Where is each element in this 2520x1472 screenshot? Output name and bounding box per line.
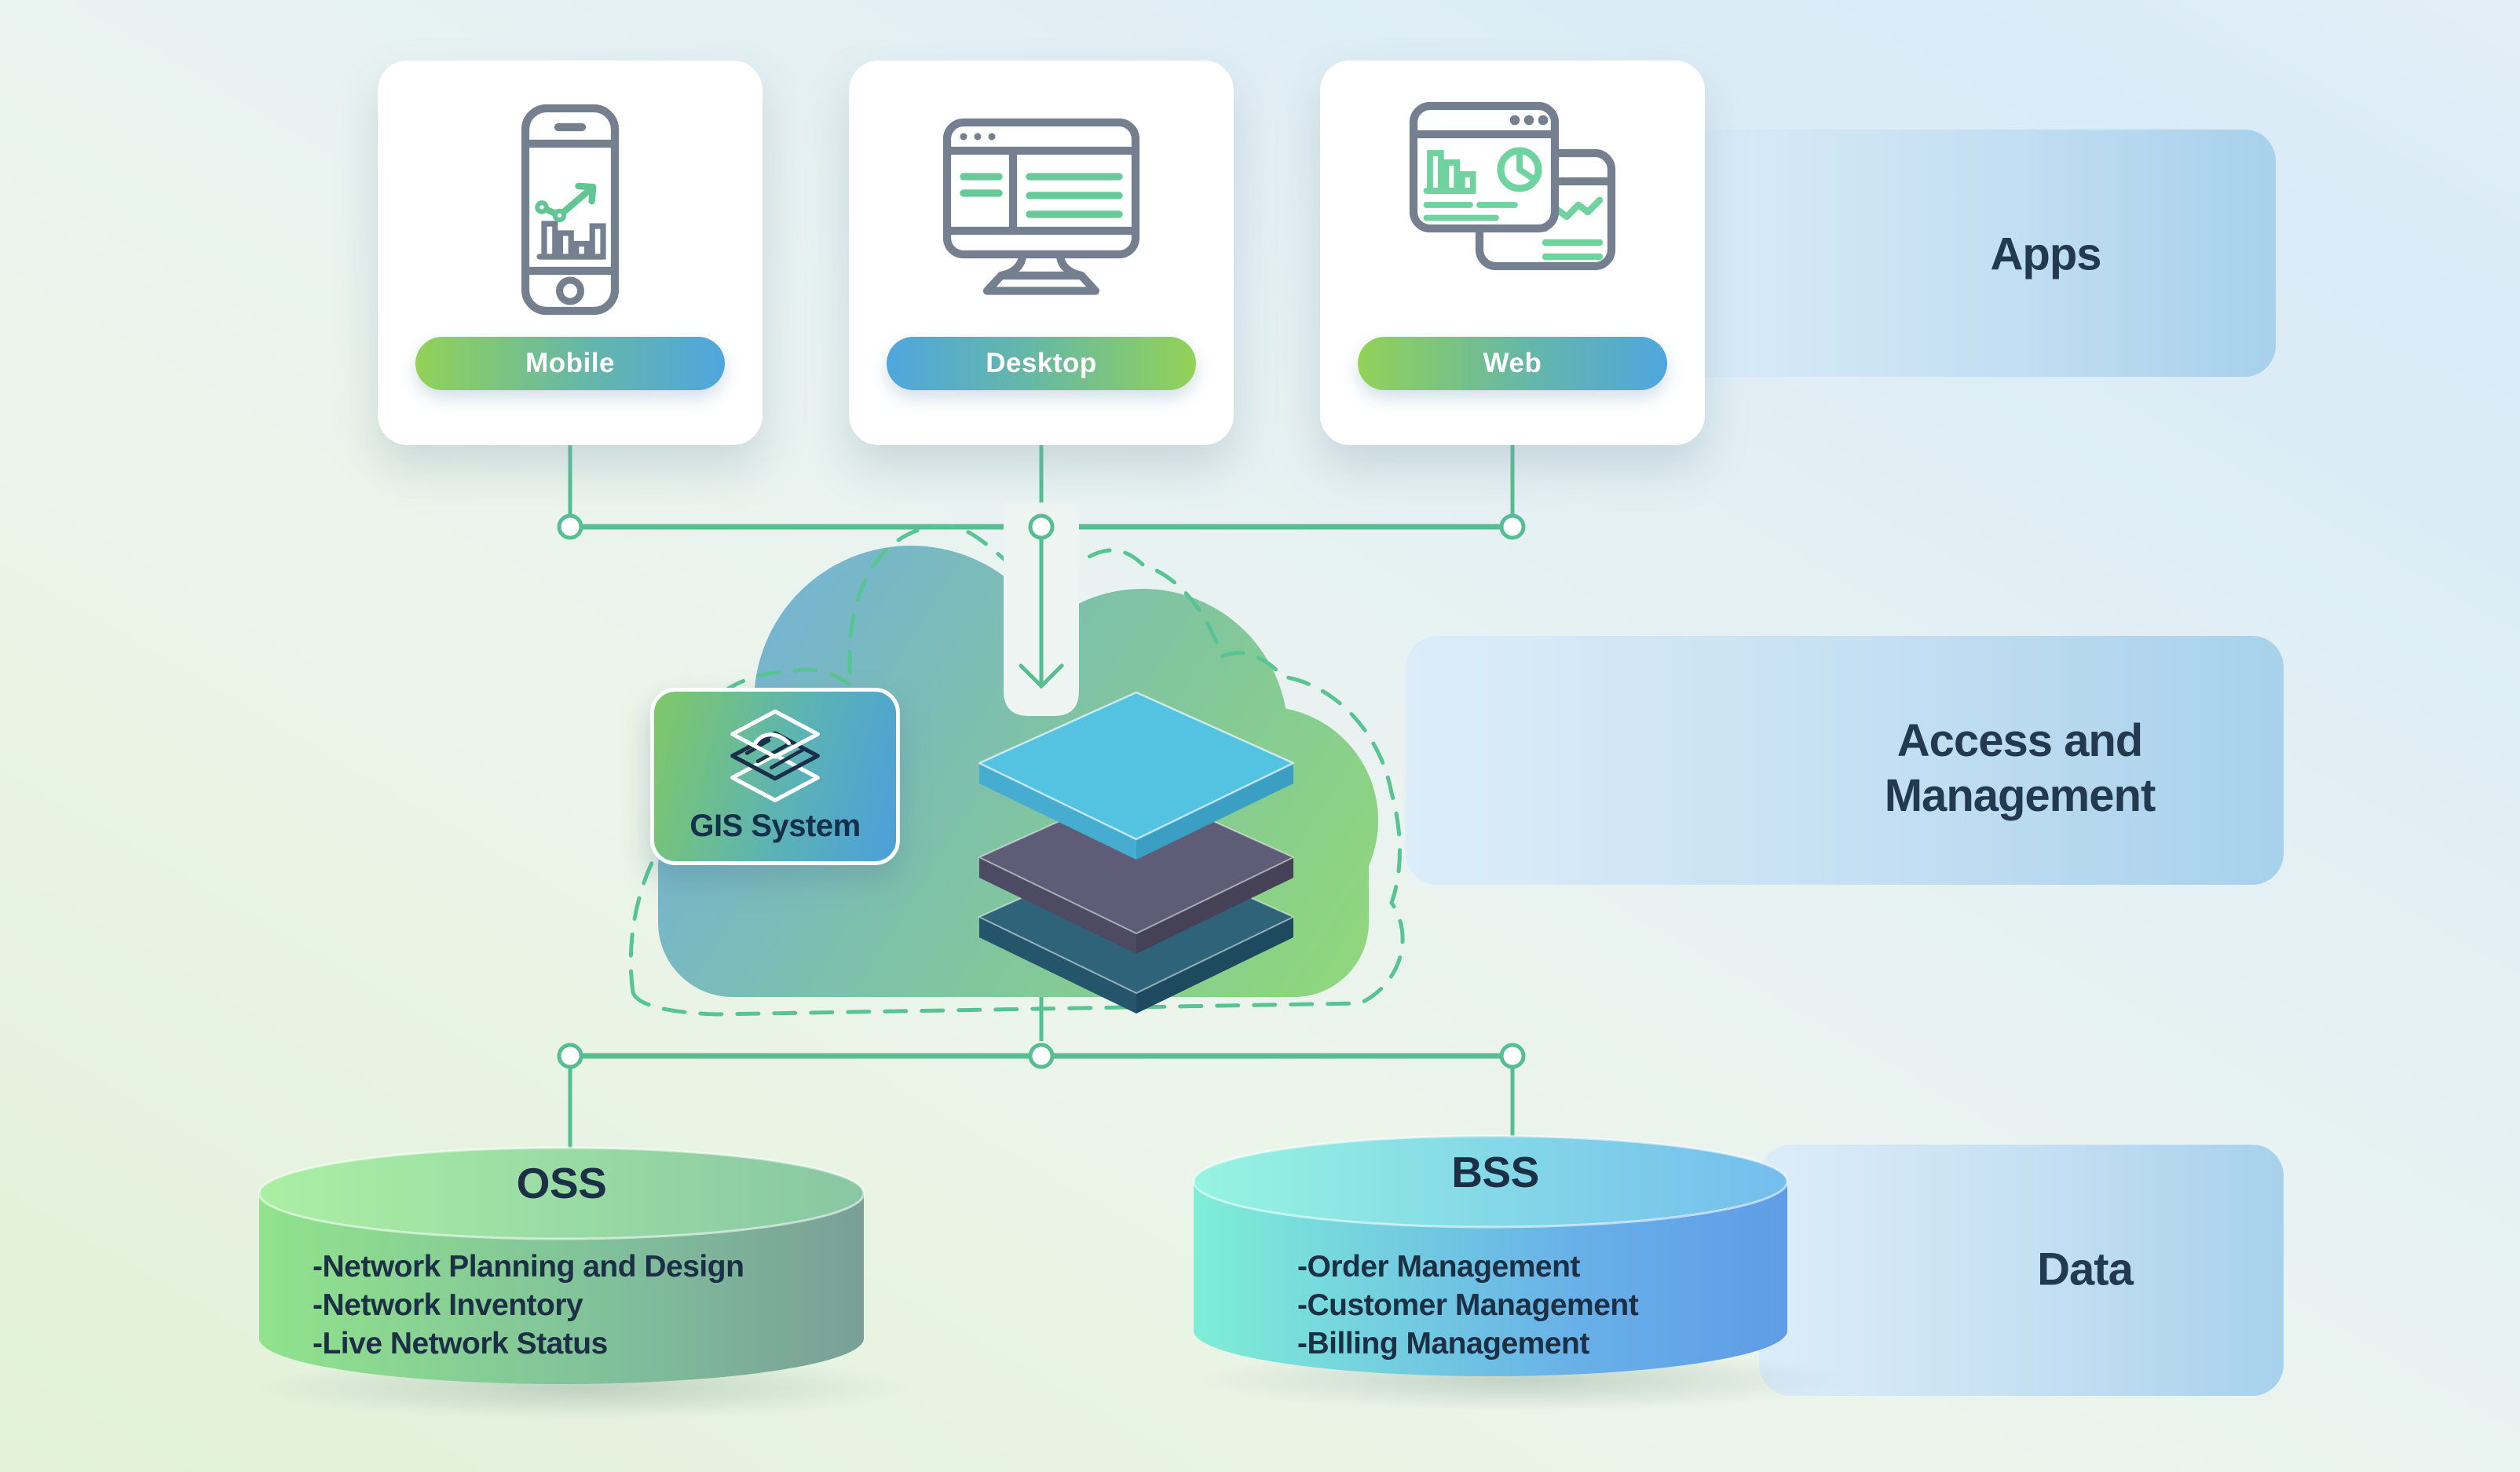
web-button: Web bbox=[1358, 337, 1667, 390]
bss-item: -Billing Management bbox=[1297, 1327, 1589, 1361]
bss-title: BSS bbox=[1451, 1148, 1539, 1196]
data-band bbox=[1759, 1145, 2284, 1396]
desktop-card: Desktop bbox=[849, 60, 1234, 445]
desktop-button: Desktop bbox=[887, 337, 1196, 390]
access-label-line2: Management bbox=[1884, 770, 2156, 821]
apps-band bbox=[1649, 130, 2276, 377]
bss-feature-list: -Order Management -Customer Management -… bbox=[1297, 1247, 1639, 1363]
oss-feature-list: -Network Planning and Design -Network In… bbox=[313, 1247, 744, 1363]
web-card: Web bbox=[1320, 60, 1705, 445]
gis-system-label: GIS System bbox=[689, 809, 861, 843]
connector-nodes bbox=[557, 513, 1526, 1069]
bss-item: -Customer Management bbox=[1297, 1288, 1639, 1322]
smartphone-chart-icon bbox=[521, 104, 620, 316]
down-arrow-icon bbox=[1019, 535, 1064, 689]
oss-item: -Network Inventory bbox=[313, 1288, 583, 1322]
bottom-connector bbox=[568, 993, 1515, 1152]
data-label: Data bbox=[2037, 1244, 2134, 1295]
access-label-line1: Access and bbox=[1896, 715, 2143, 766]
layer-top bbox=[978, 691, 1295, 860]
map-layers-icon bbox=[730, 709, 820, 802]
desktop-monitor-icon bbox=[942, 118, 1140, 295]
mobile-card: Mobile bbox=[378, 60, 763, 445]
apps-label: Apps bbox=[1990, 228, 2102, 280]
gis-system-card: GIS System bbox=[650, 688, 900, 865]
layer-middle bbox=[978, 786, 1294, 954]
bss-item: -Order Management bbox=[1297, 1250, 1580, 1284]
oss-item: -Live Network Status bbox=[313, 1327, 608, 1361]
bss-cylinder bbox=[1192, 1134, 1853, 1412]
oss-cylinder bbox=[251, 1146, 911, 1419]
access-management-label: Access and Management bbox=[1885, 714, 2156, 824]
access-band bbox=[1406, 636, 2284, 885]
oss-title: OSS bbox=[516, 1159, 607, 1207]
layers-stack bbox=[978, 691, 1295, 1014]
oss-item: -Network Planning and Design bbox=[313, 1250, 744, 1284]
browser-windows-icon bbox=[1409, 101, 1616, 271]
mobile-button: Mobile bbox=[415, 337, 725, 390]
